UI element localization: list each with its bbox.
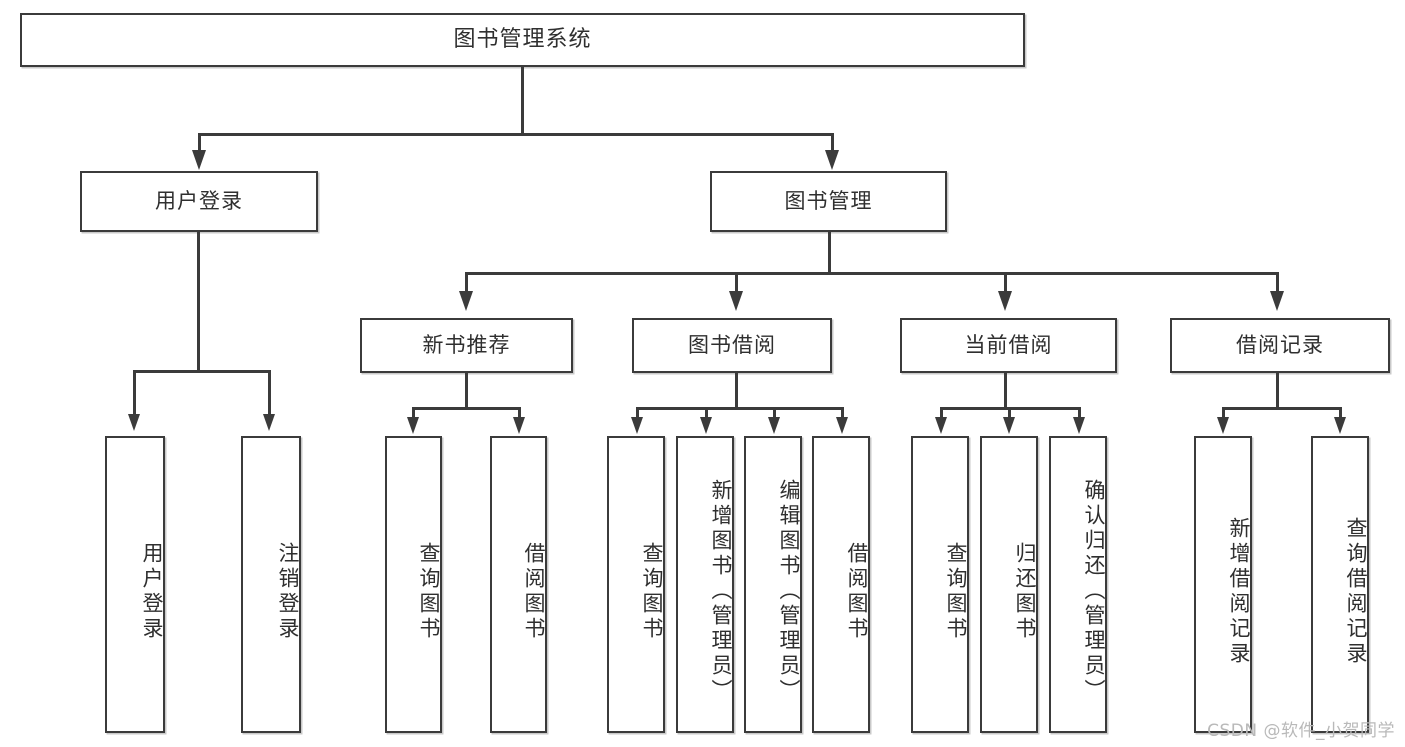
connector-nbr-drop-2 <box>518 407 521 419</box>
node-book-management[interactable]: 图书管理 <box>710 171 947 232</box>
connector-user-login-drop-1 <box>133 370 136 416</box>
arrow-down-icon-cb-3 <box>1073 417 1085 434</box>
leaf-nbr-query-book[interactable]: 查询图书 <box>385 436 442 733</box>
arrow-down-icon-bb-4 <box>836 417 848 434</box>
arrow-down-icon-br-1 <box>1217 417 1229 434</box>
connector-bb-drop-1 <box>636 407 639 419</box>
connector-bm-drop-3 <box>1004 272 1007 296</box>
connector-bb-stem <box>735 373 738 409</box>
connector-root-stem <box>521 67 524 135</box>
leaf-label: 编辑图书（管理员） <box>777 479 801 704</box>
leaf-cb-return-book[interactable]: 归还图书 <box>980 436 1038 733</box>
leaf-label: 借阅图书 <box>845 541 869 642</box>
leaf-bb-query-book[interactable]: 查询图书 <box>607 436 665 733</box>
connector-nbr-stem <box>465 373 468 409</box>
connector-bm-drop-1 <box>465 272 468 296</box>
node-root-book-management-system[interactable]: 图书管理系统 <box>20 13 1025 67</box>
leaf-cb-confirm-return-admin[interactable]: 确认归还（管理员） <box>1049 436 1107 733</box>
connector-root-drop-1 <box>198 133 201 157</box>
leaf-label: 查询借阅记录 <box>1344 516 1368 667</box>
leaf-bb-borrow-book[interactable]: 借阅图书 <box>812 436 870 733</box>
leaf-label: 归还图书 <box>1013 541 1037 642</box>
leaf-user-login-logout[interactable]: 注销登录 <box>241 436 301 733</box>
arrow-down-icon-user-login-2 <box>263 414 275 431</box>
node-borrow-record[interactable]: 借阅记录 <box>1170 318 1390 373</box>
arrow-down-icon-bm-2 <box>729 291 743 311</box>
connector-bb-bus <box>636 407 843 410</box>
connector-br-stem <box>1276 373 1279 409</box>
arrow-down-icon-bb-2 <box>700 417 712 434</box>
connector-user-login-stem <box>197 232 200 372</box>
connector-bb-drop-2 <box>705 407 708 419</box>
leaf-label: 新增借阅记录 <box>1227 516 1251 667</box>
arrow-down-icon-bb-3 <box>768 417 780 434</box>
arrow-down-icon-bb-1 <box>631 417 643 434</box>
connector-br-bus <box>1222 407 1341 410</box>
leaf-label: 借阅图书 <box>522 541 546 642</box>
connector-bb-drop-3 <box>773 407 776 419</box>
arrow-down-icon-nbr-2 <box>513 417 525 434</box>
leaf-label: 新增图书（管理员） <box>709 479 733 704</box>
leaf-label: 用户登录 <box>140 541 164 642</box>
arrow-down-icon-bm-1 <box>459 291 473 311</box>
arrow-down-icon-root-1 <box>192 150 206 170</box>
leaf-label: 查询图书 <box>944 541 968 642</box>
leaf-label: 查询图书 <box>417 541 441 642</box>
connector-br-drop-1 <box>1222 407 1225 419</box>
connector-root-bus <box>198 133 834 136</box>
leaf-bb-add-book-admin[interactable]: 新增图书（管理员） <box>676 436 734 733</box>
arrow-down-icon-bm-3 <box>998 291 1012 311</box>
arrow-down-icon-nbr-1 <box>407 417 419 434</box>
leaf-user-login-login[interactable]: 用户登录 <box>105 436 165 733</box>
connector-cb-drop-1 <box>940 407 943 419</box>
leaf-label: 查询图书 <box>640 541 664 642</box>
arrow-down-icon-user-login-1 <box>128 414 140 431</box>
connector-book-management-bus <box>465 272 1277 275</box>
arrow-down-icon-bm-4 <box>1270 291 1284 311</box>
connector-root-drop-2 <box>831 133 834 157</box>
leaf-bb-edit-book-admin[interactable]: 编辑图书（管理员） <box>744 436 802 733</box>
arrow-down-icon-root-2 <box>825 150 839 170</box>
connector-bm-drop-2 <box>735 272 738 296</box>
leaf-nbr-borrow-book[interactable]: 借阅图书 <box>490 436 547 733</box>
arrow-down-icon-cb-1 <box>935 417 947 434</box>
leaf-br-query-record[interactable]: 查询借阅记录 <box>1311 436 1369 733</box>
arrow-down-icon-cb-2 <box>1003 417 1015 434</box>
connector-nbr-bus <box>412 407 520 410</box>
connector-user-login-bus <box>133 370 270 373</box>
leaf-cb-query-book[interactable]: 查询图书 <box>911 436 969 733</box>
connector-cb-drop-2 <box>1008 407 1011 419</box>
connector-br-drop-2 <box>1339 407 1342 419</box>
connector-bb-drop-4 <box>841 407 844 419</box>
node-new-book-recommend[interactable]: 新书推荐 <box>360 318 573 373</box>
connector-cb-drop-3 <box>1078 407 1081 419</box>
connector-cb-stem <box>1004 373 1007 409</box>
connector-bm-drop-4 <box>1276 272 1279 296</box>
node-current-borrow[interactable]: 当前借阅 <box>900 318 1117 373</box>
leaf-label: 确认归还（管理员） <box>1082 479 1106 704</box>
node-book-borrow[interactable]: 图书借阅 <box>632 318 832 373</box>
connector-book-management-stem <box>828 232 831 274</box>
arrow-down-icon-br-2 <box>1334 417 1346 434</box>
leaf-br-add-record[interactable]: 新增借阅记录 <box>1194 436 1252 733</box>
connector-user-login-drop-2 <box>268 370 271 416</box>
connector-nbr-drop-1 <box>412 407 415 419</box>
leaf-label: 注销登录 <box>276 541 300 642</box>
node-user-login[interactable]: 用户登录 <box>80 171 318 232</box>
